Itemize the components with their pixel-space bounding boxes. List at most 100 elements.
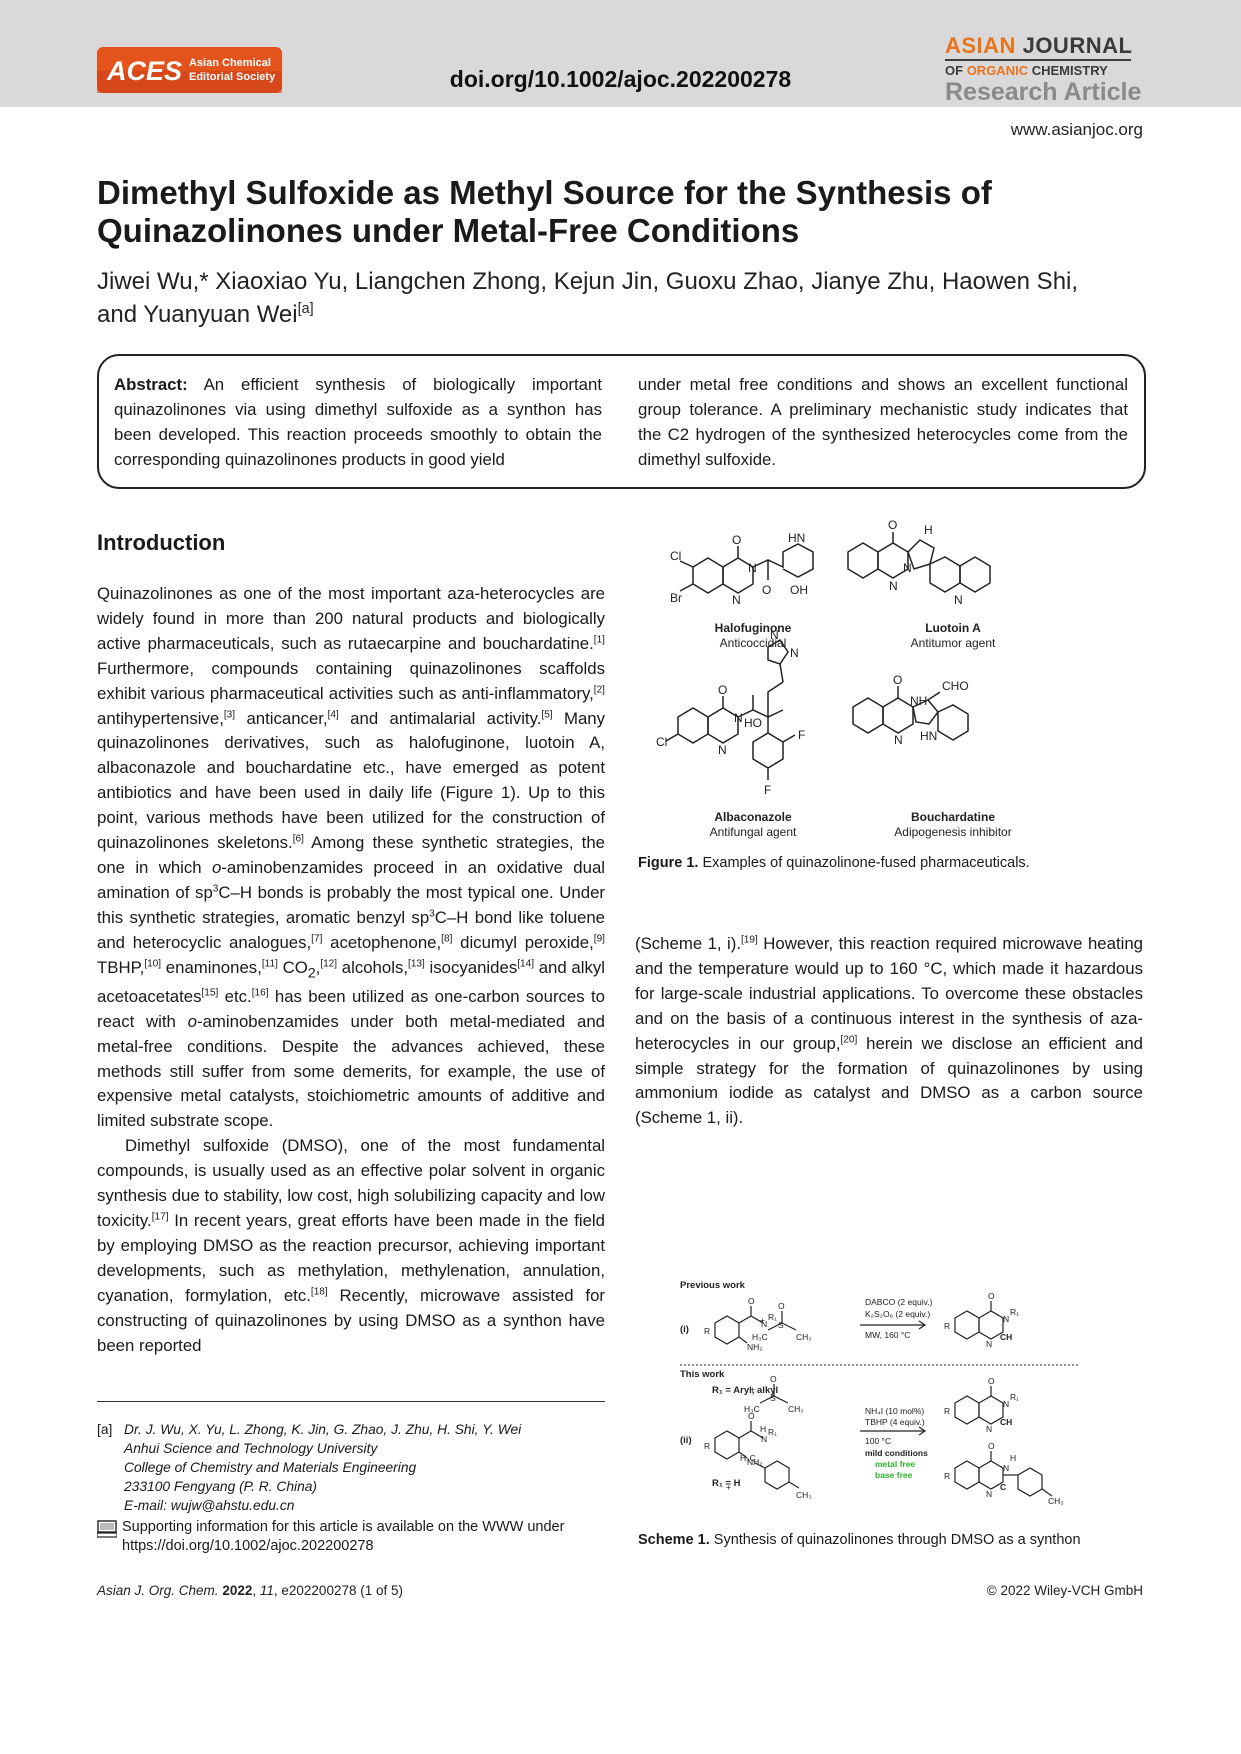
footnote-divider [97,1401,605,1402]
this-work-label: This work [680,1369,725,1380]
atom-h3c: H₃C [740,1453,756,1463]
atom-ho: HO [744,716,762,730]
author-list: Jiwei Wu,* Xiaoxiao Yu, Liangchen Zhong,… [97,265,1147,331]
atom-o: O [748,1411,755,1421]
footnote-line: Dr. J. Wu, X. Yu, L. Zhong, K. Jin, G. Z… [124,1422,522,1437]
condition: mild conditions [865,1448,928,1458]
compound-activity: Antifungal agent [710,825,797,839]
citation: [16] [251,987,269,999]
condition-green: metal free [875,1459,915,1469]
atom-nh2: NH₂ [747,1457,763,1467]
aces-line1: Asian Chemical [189,57,271,69]
abstract-label: Abstract: [114,375,188,394]
condition-green: base free [875,1470,913,1480]
citation: [20] [840,1034,858,1046]
paragraph-3: (Scheme 1, i).[19] However, this reactio… [635,934,1144,1128]
journal-logo: ASIAN JOURNAL OF ORGANIC CHEMISTRY Resea… [945,34,1145,105]
atom-o: O [893,673,902,687]
condition: K₂S₂O₈ (2 equiv.) [865,1309,930,1319]
plus: + [760,1315,765,1325]
atom-ch3: CH₃ [796,1332,812,1342]
atom-n: N [761,1434,767,1444]
authors-line-1: Jiwei Wu,* Xiaoxiao Yu, Liangchen Zhong,… [97,268,1079,295]
atom-r: R [704,1441,710,1451]
atom-ch: CH [1000,1417,1012,1427]
paragraph-2: Dimethyl sulfoxide (DMSO), one of the mo… [97,1136,605,1355]
supporting-info-text[interactable]: Supporting information for this article … [122,1519,565,1554]
aces-logo: ACES Asian Chemical Editorial Society [97,47,282,93]
journal-of: OF [945,63,964,78]
atom-nh: NH [910,694,927,708]
citation: [7] [311,933,323,945]
atom-h3c: H₃C [744,1404,760,1414]
footnote-line: Anhui Science and Technology University [124,1441,378,1456]
atom-ch3: CH₃ [1048,1496,1064,1506]
atom-br: Br [670,591,682,605]
compound-activity: Adipogenesis inhibitor [894,825,1011,839]
doi-link[interactable]: doi.org/10.1002/ajoc.202200278 [449,66,792,92]
abstract-text-left: An efficient synthesis of biologically i… [114,375,602,469]
plus: + [726,1482,731,1492]
citation: [12] [320,958,338,969]
atom-r: R [944,1321,950,1331]
atom-s: S [770,1393,776,1403]
label-ii: (ii) [680,1435,692,1446]
atom-o: O [732,533,741,547]
authors-line-2: and Yuanyuan Wei [97,301,298,328]
atom-n: N [761,1319,767,1329]
website-link[interactable]: www.asianjoc.org [1010,120,1143,139]
atom-s: S [778,1320,784,1330]
citation: [19] [741,934,758,946]
citation: [13] [408,958,425,969]
journal-divider [945,59,1131,61]
atom-n: N [718,743,727,757]
scheme-1-caption: Scheme 1. Synthesis of quinazolinones th… [638,1532,1081,1548]
atom-n: N [1003,1314,1009,1324]
previous-work-label: Previous work [680,1280,746,1291]
atom-nh2: NH₂ [747,1342,763,1352]
atom-r1: R₁ [768,1312,777,1322]
atom-n: N [734,711,743,725]
atom-cl: Cl [656,735,667,749]
email-link[interactable]: E-mail: wujw@ahstu.edu.cn [124,1498,295,1513]
atom-cl: Cl [670,549,681,563]
citation: [11] [261,958,278,969]
atom-r1: R₁ [768,1427,777,1437]
citation-footer: Asian J. Org. Chem. 2022, 11, e202200278… [97,1583,403,1598]
atom-h: H [1010,1453,1016,1463]
atom-n: N [770,628,779,642]
atom-r: R [944,1406,950,1416]
affiliation-mark: [a] [297,301,314,317]
title-line-1: Dimethyl Sulfoxide as Methyl Source for … [97,174,992,211]
affiliation-footnote: [a] Dr. J. Wu, X. Yu, L. Zhong, K. Jin, … [97,1420,607,1515]
atom-o: O [748,1296,755,1306]
atom-h: H [924,523,933,537]
citation: [14] [517,958,535,969]
citation: [6] [292,833,304,845]
atom-hn: HN [920,729,937,743]
atom-n: N [748,561,757,575]
journal-organic: ORGANIC [966,63,1029,78]
abstract-left-column: Abstract: An efficient synthesis of biol… [114,372,602,472]
computer-icon [97,1520,117,1538]
atom-n: N [732,593,741,607]
supporting-info-note: Supporting information for this article … [97,1518,607,1556]
atom-f: F [764,783,771,797]
compound-name: Halofuginone [715,621,792,635]
atom-o: O [988,1441,995,1451]
r1-aryl: R₁ = Aryl, alkyl [712,1385,778,1396]
article-type: Research Article [945,78,1142,106]
atom-ch3: CH₃ [796,1490,812,1500]
atom-r1: R₁ [1010,1392,1019,1402]
atom-h3c: H₃C [752,1332,768,1342]
citation: [3] [223,708,236,720]
atom-cho: CHO [942,679,969,693]
atom-c: C [1000,1482,1006,1492]
atom-f: F [798,728,805,742]
atom-n: N [889,579,898,593]
atom-n: N [1003,1399,1009,1409]
atom-o: O [988,1376,995,1386]
citation: [8] [441,933,453,945]
paragraph-1: Quinazolinones as one of the most import… [97,584,606,1131]
condition: TBHP (4 equiv.) [865,1417,925,1427]
